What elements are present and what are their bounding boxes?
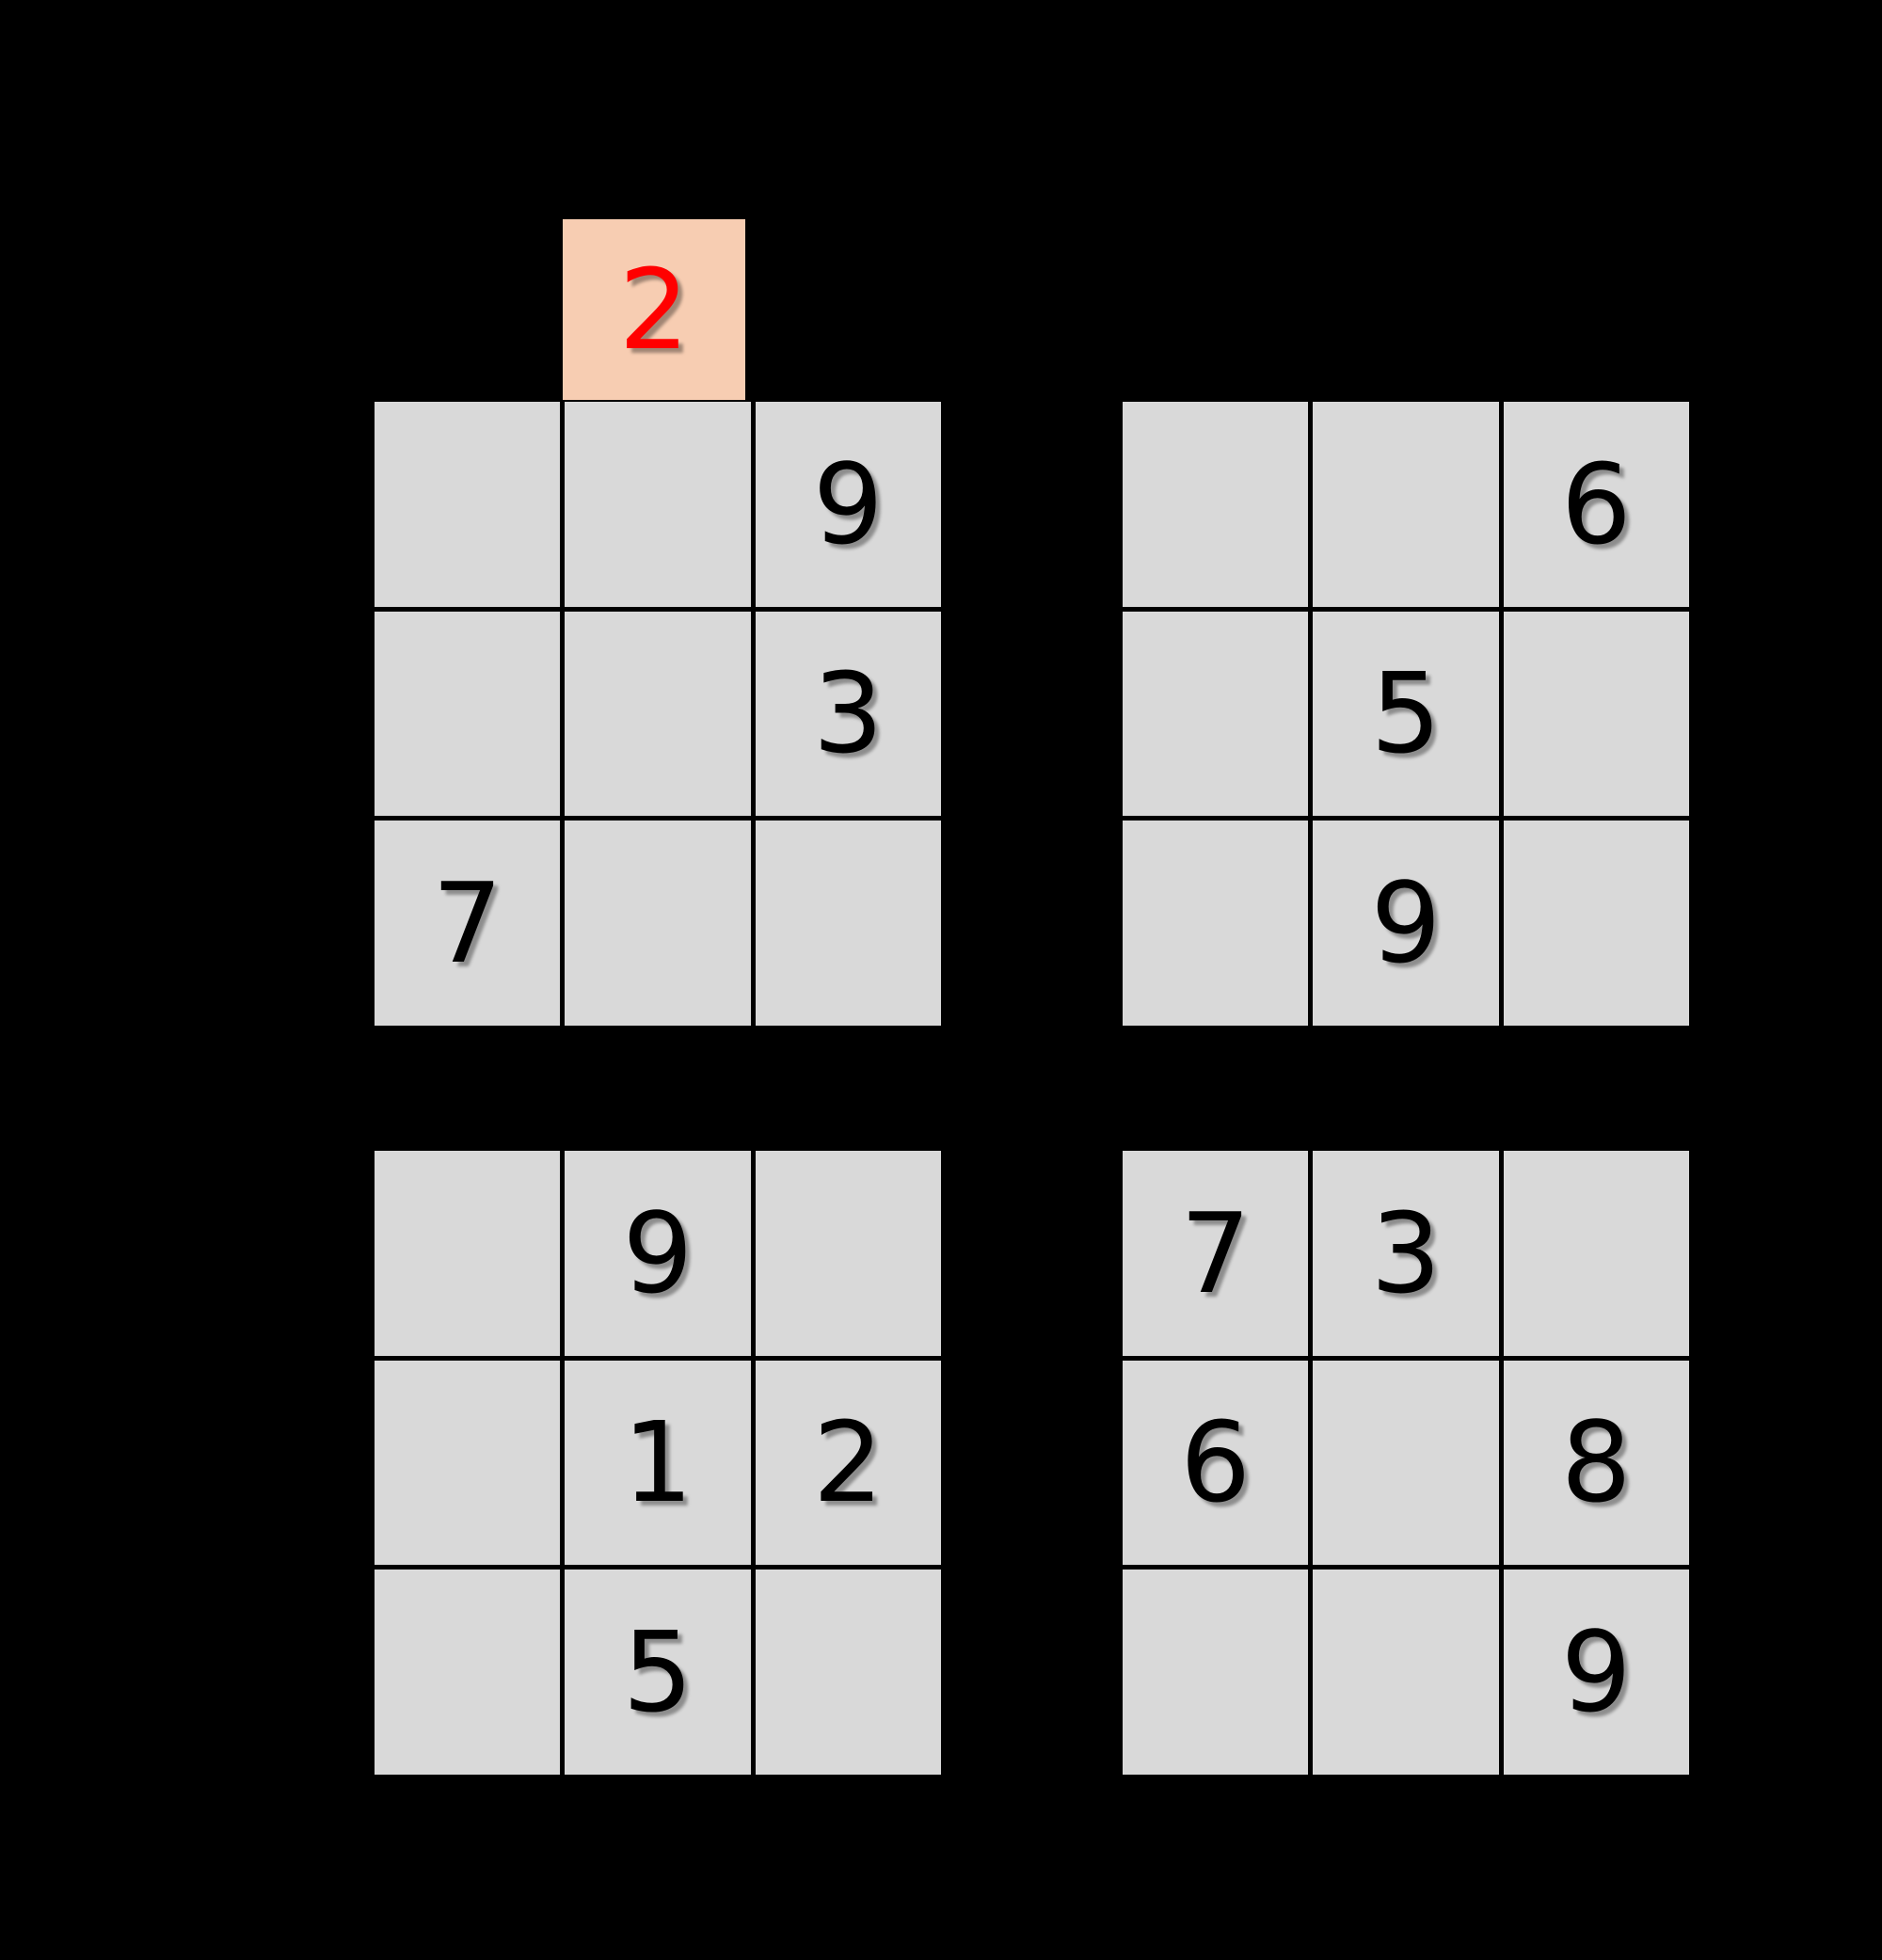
cell-r0-c1[interactable] (565, 402, 751, 607)
cell-r0-c0[interactable] (375, 402, 561, 607)
cell-r0-c2[interactable] (755, 1151, 941, 1356)
cell-r0-c1[interactable]: 9 (565, 1151, 751, 1356)
cell-r2-c0[interactable] (1123, 1570, 1309, 1775)
cell-r0-c1[interactable] (1313, 402, 1499, 607)
cell-r1-c2[interactable]: 2 (755, 1360, 941, 1566)
cell-r1-c2[interactable]: 8 (1503, 1360, 1689, 1566)
cell-r1-c0[interactable] (1123, 611, 1309, 817)
cell-r2-c0[interactable] (1123, 821, 1309, 1026)
cell-r2-c0[interactable]: 7 (375, 821, 561, 1026)
cell-r0-c1[interactable]: 3 (1313, 1151, 1499, 1356)
cell-r1-c1[interactable]: 1 (565, 1360, 751, 1566)
cell-r2-c1[interactable]: 5 (565, 1570, 751, 1775)
cell-r2-c2[interactable] (755, 821, 941, 1026)
cell-r2-c2[interactable]: 9 (1503, 1570, 1689, 1775)
cell-r0-c0[interactable] (1123, 402, 1309, 607)
cell-r2-c2[interactable] (1503, 821, 1689, 1026)
cell-r1-c1[interactable]: 5 (1313, 611, 1499, 817)
cell-r0-c2[interactable] (1503, 1151, 1689, 1356)
cell-r2-c2[interactable] (755, 1570, 941, 1775)
cell-r2-c0[interactable] (375, 1570, 561, 1775)
cell-r2-c1[interactable] (565, 821, 751, 1026)
cell-r1-c1[interactable] (1313, 1360, 1499, 1566)
cell-r1-c0[interactable] (375, 611, 561, 817)
cell-r1-c0[interactable] (375, 1360, 561, 1566)
cell-r2-c1[interactable]: 9 (1313, 821, 1499, 1026)
cell-r1-c1[interactable] (565, 611, 751, 817)
cell-r2-c1[interactable] (1313, 1570, 1499, 1775)
cell-r0-c0[interactable]: 7 (1123, 1151, 1309, 1356)
cell-r1-c0[interactable]: 6 (1123, 1360, 1309, 1566)
cell-r0-c2[interactable]: 9 (755, 402, 941, 607)
dragged-tile[interactable]: 2 (563, 219, 745, 400)
cell-r0-c0[interactable] (375, 1151, 561, 1356)
cell-r1-c2[interactable] (1503, 611, 1689, 817)
cell-r0-c2[interactable]: 6 (1503, 402, 1689, 607)
cell-r1-c2[interactable]: 3 (755, 611, 941, 817)
